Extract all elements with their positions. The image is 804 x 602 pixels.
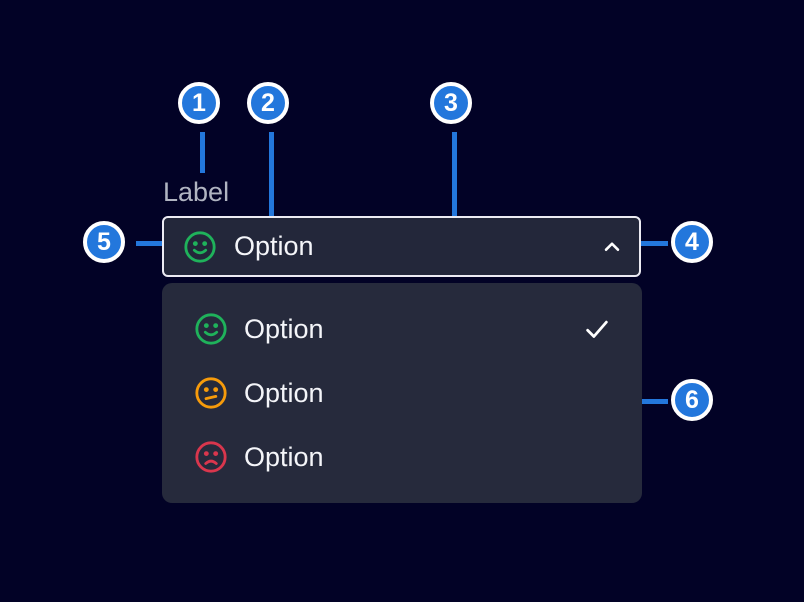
connector-line-6 — [641, 399, 668, 404]
dropdown-option-label: Option — [244, 313, 324, 344]
annotation-marker-3: 3 — [430, 82, 472, 124]
checkmark-icon — [582, 314, 612, 344]
connector-line-2 — [269, 132, 274, 229]
select-trigger[interactable]: Option — [162, 216, 641, 277]
connector-line-5 — [136, 241, 163, 246]
dropdown-option-label: Option — [244, 377, 324, 408]
smiley-neutral-icon — [194, 376, 228, 410]
chevron-up-icon[interactable] — [599, 234, 625, 260]
annotation-marker-2: 2 — [247, 82, 289, 124]
dropdown-option-neutral[interactable]: Option — [162, 361, 642, 425]
connector-line-3 — [452, 132, 457, 242]
annotation-marker-5: 5 — [83, 221, 125, 263]
connector-line-4 — [641, 241, 668, 246]
annotation-marker-6: 6 — [671, 379, 713, 421]
dropdown-option-list: Option Option — [162, 283, 642, 503]
smiley-negative-icon — [194, 440, 228, 474]
dropdown-option-label: Option — [244, 441, 324, 472]
select-value-text: Option — [234, 231, 314, 261]
annotation-marker-4: 4 — [671, 221, 713, 263]
smiley-positive-icon — [194, 312, 228, 346]
dropdown-option-positive[interactable]: Option — [162, 297, 642, 361]
connector-line-1 — [200, 132, 205, 173]
select-field-label: Label — [163, 177, 230, 207]
annotation-marker-1: 1 — [178, 82, 220, 124]
dropdown-option-negative[interactable]: Option — [162, 425, 642, 489]
smiley-positive-icon — [183, 230, 217, 264]
